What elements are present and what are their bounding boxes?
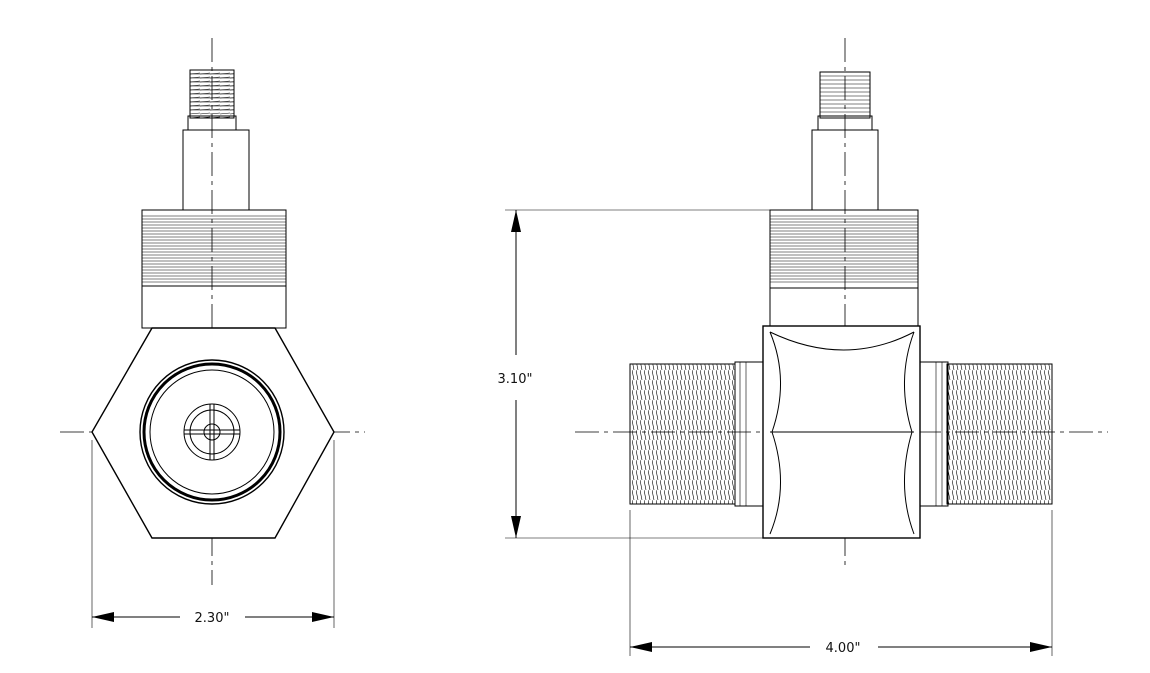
side-view-height-label: 3.10" <box>498 372 533 387</box>
side-view-large-thread <box>769 209 919 327</box>
end-view-port <box>139 359 285 505</box>
side-view-height-dimension: 3.10" <box>498 209 770 539</box>
side-view-hex-body <box>762 325 921 539</box>
end-view-width-label: 2.30" <box>195 611 230 626</box>
side-view-width-label: 4.00" <box>826 641 861 656</box>
end-view: 2.30" <box>60 38 365 628</box>
end-view-large-thread <box>141 209 287 329</box>
end-view-knurled-nut <box>182 129 250 211</box>
end-view-top-thread <box>187 69 237 131</box>
side-view: 3.10" 4.00" <box>498 38 1108 656</box>
side-view-width-dimension: 4.00" <box>629 510 1053 656</box>
side-view-left-pipe-thread <box>629 361 764 507</box>
end-view-hexagon <box>91 327 335 539</box>
end-view-width-dimension: 2.30" <box>91 440 335 628</box>
side-view-right-pipe-thread <box>919 361 1053 507</box>
